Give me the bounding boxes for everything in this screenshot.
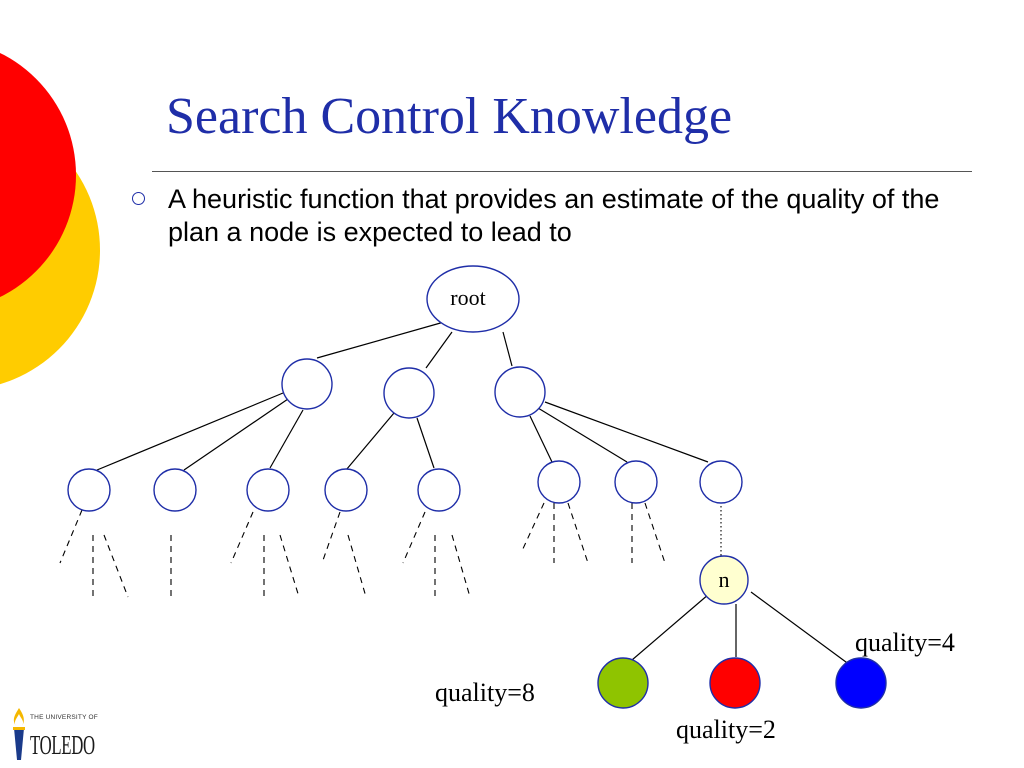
edge xyxy=(529,415,553,463)
tree-node xyxy=(383,367,435,419)
n-label: n xyxy=(719,567,730,592)
tree-nodes xyxy=(67,265,887,709)
edge xyxy=(537,407,628,463)
dashed-edge xyxy=(230,511,254,564)
quality-label-green: quality=8 xyxy=(435,678,535,707)
university-logo: THE UNIVERSITY OF TOLEDO xyxy=(8,706,98,764)
dashed-edge xyxy=(451,534,471,598)
tree-node xyxy=(281,358,333,410)
dashed-edge xyxy=(347,534,367,598)
torch-icon xyxy=(13,708,25,760)
edge xyxy=(544,401,709,463)
dashed-edge xyxy=(567,502,589,564)
dashed-edge xyxy=(279,534,300,598)
green-leaf-node xyxy=(597,657,649,709)
tree-edges xyxy=(96,321,851,666)
tree-node xyxy=(153,468,197,512)
edge xyxy=(425,331,453,369)
red-decor-circle xyxy=(0,52,76,298)
edge xyxy=(631,593,710,661)
edge xyxy=(502,331,513,367)
tree-node xyxy=(246,468,290,512)
n-node xyxy=(699,555,749,605)
dashed-edge xyxy=(402,511,426,564)
edge xyxy=(269,409,304,469)
logo-toledo-text: TOLEDO xyxy=(30,730,95,760)
tree-node xyxy=(699,460,743,504)
bullet-text: A heuristic function that provides an es… xyxy=(168,184,940,247)
edge xyxy=(183,398,289,471)
edge xyxy=(750,591,851,666)
tree-node xyxy=(67,468,111,512)
quality-label-red: quality=2 xyxy=(676,715,776,744)
tree-node xyxy=(417,468,461,512)
decorative-circles xyxy=(0,52,100,385)
dashed-edge xyxy=(321,511,341,564)
hollow-circle-bullet-icon xyxy=(132,192,145,205)
dashed-edge xyxy=(520,502,545,554)
title-divider xyxy=(152,171,972,172)
logo-university-text: THE UNIVERSITY OF xyxy=(30,714,98,721)
dashed-edge xyxy=(103,534,129,598)
slide-title: Search Control Knowledge xyxy=(166,88,733,145)
blue-leaf-node xyxy=(835,657,887,709)
bullet-list: A heuristic function that provides an es… xyxy=(132,183,972,249)
dashed-edge xyxy=(644,502,666,564)
dashed-edge xyxy=(59,509,83,564)
edge xyxy=(340,412,395,477)
root-label: root xyxy=(450,285,485,310)
tree-node xyxy=(537,460,581,504)
tree-node xyxy=(324,468,368,512)
tree-node xyxy=(494,366,546,418)
root-node xyxy=(426,265,520,333)
edge xyxy=(316,321,445,359)
edge xyxy=(96,392,284,471)
red-leaf-node xyxy=(709,657,761,709)
bullet-item: A heuristic function that provides an es… xyxy=(132,183,972,249)
tree-node xyxy=(614,460,658,504)
dashed-continuation-edges xyxy=(59,502,666,598)
edge xyxy=(416,417,435,469)
quality-label-blue: quality=4 xyxy=(855,628,955,657)
